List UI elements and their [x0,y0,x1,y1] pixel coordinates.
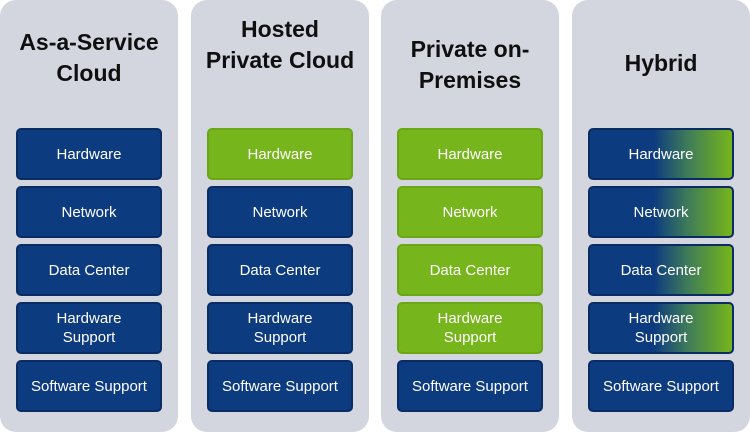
column-title: Hybrid [624,50,698,76]
box-software-support: Software Support [588,360,734,412]
box-data-center: Data Center [397,244,543,296]
column-title: As-a-Service Cloud [19,29,159,86]
box-hardware: Hardware [207,128,353,180]
box-hardware: Hardware [397,128,543,180]
box-hardware: Hardware [16,128,162,180]
box-hardware-support: Hardware Support [397,302,543,354]
box-data-center: Data Center [588,244,734,296]
column-hosted-private-cloud: Hosted Private Cloud Hardware Network Da… [191,0,369,432]
box-software-support: Software Support [397,360,543,412]
box-software-support: Software Support [16,360,162,412]
box-network: Network [588,186,734,238]
box-data-center: Data Center [16,244,162,296]
box-hardware-support: Hardware Support [16,302,162,354]
box-network: Network [397,186,543,238]
box-hardware: Hardware [588,128,734,180]
box-data-center: Data Center [207,244,353,296]
box-hardware-support: Hardware Support [588,302,734,354]
box-network: Network [16,186,162,238]
box-software-support: Software Support [207,360,353,412]
column-title: Private on- Premises [410,36,530,93]
column-private-on-premises: Private on- Premises Hardware Network Da… [381,0,559,432]
box-network: Network [207,186,353,238]
box-hardware-support: Hardware Support [207,302,353,354]
column-as-a-service-cloud: As-a-Service Cloud Hardware Network Data… [0,0,178,432]
column-hybrid: Hybrid Hardware Network Data Center Hard… [572,0,750,432]
column-title: Hosted Private Cloud [205,16,355,73]
